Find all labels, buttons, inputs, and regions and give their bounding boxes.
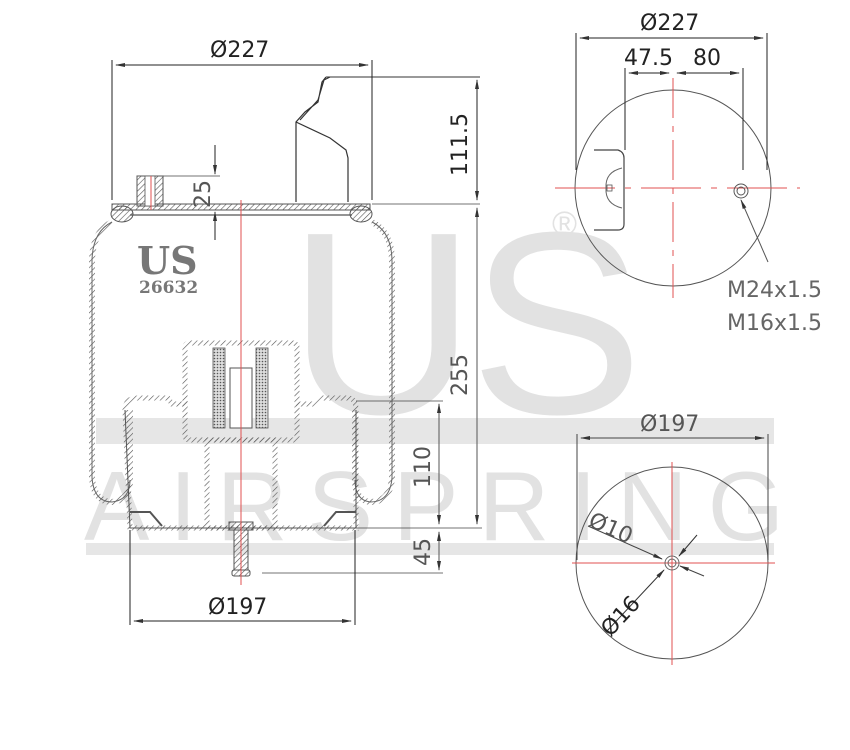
top-view-offset-left: 47.5 [624, 46, 673, 71]
watermark-band-bottom [86, 543, 774, 555]
thread-spec-m24: M24x1.5 [727, 278, 822, 303]
dim-bottom-diameter: Ø197 [208, 595, 268, 620]
side-view [89, 60, 482, 625]
bracket-outline [594, 149, 625, 231]
watermark-air-spring: A I R S P R I N G [84, 451, 784, 561]
bottom-view [572, 434, 775, 665]
brand-logo: US [137, 238, 198, 283]
dim-top-diameter: Ø227 [210, 38, 270, 63]
thread-hole [733, 183, 749, 199]
top-bracket [295, 76, 349, 202]
dim-piston-height: 110 [411, 446, 436, 488]
bottom-view-diameter: Ø197 [640, 412, 700, 437]
dim-body-height: 255 [448, 354, 473, 396]
top-view-diameter: Ø227 [640, 11, 700, 36]
top-view-offset-right: 80 [693, 46, 721, 71]
dim-stud-height: 25 [191, 180, 216, 208]
part-number: 26632 [139, 278, 199, 298]
top-view [555, 33, 800, 298]
watermark-registered: ® [552, 205, 578, 243]
thread-spec-m16: M16x1.5 [727, 311, 822, 336]
dim-top-mount-height: 111.5 [448, 113, 473, 176]
dim-bottom-stud-height: 45 [411, 538, 436, 566]
